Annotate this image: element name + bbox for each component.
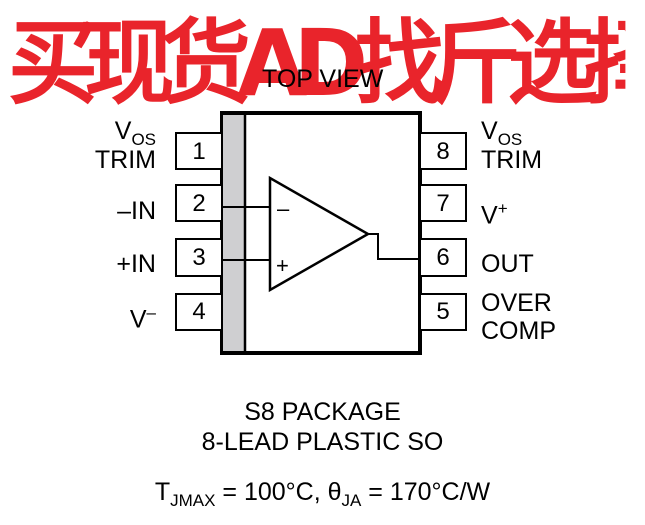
pin-4-label: V– xyxy=(129,303,156,334)
package-name: S8 PACKAGE xyxy=(244,398,401,426)
pin-box-5 xyxy=(419,293,467,331)
pin-1-label-line2: TRIM xyxy=(94,146,156,174)
pin-3-label: +IN xyxy=(116,250,156,278)
pin-number-8: 8 xyxy=(436,138,450,165)
pin1-stripe xyxy=(223,115,245,351)
pin-number-4: 4 xyxy=(192,298,206,325)
pin-2-label: –IN xyxy=(117,197,156,225)
thermal-spec: TJMAX = 100°C, θJA = 170°C/W xyxy=(154,478,491,510)
pin-box-7 xyxy=(419,184,467,222)
pin-5-label-line2: COMP xyxy=(481,317,556,345)
pin-5-label-line1: OVER xyxy=(481,289,552,317)
pin-number-7: 7 xyxy=(436,190,450,217)
pin-number-3: 3 xyxy=(192,244,206,271)
pin-box-1 xyxy=(175,132,223,170)
pin-box-4 xyxy=(175,293,223,331)
pin-number-5: 5 xyxy=(436,298,450,325)
pin-number-6: 6 xyxy=(436,244,450,271)
pin-box-6 xyxy=(419,238,467,277)
pin-8-label: VOS xyxy=(481,117,523,149)
pin-7-label: V+ xyxy=(481,199,508,230)
pin-number-2: 2 xyxy=(192,190,206,217)
opamp-minus: – xyxy=(277,196,290,221)
pin-number-1: 1 xyxy=(192,138,206,165)
opamp-plus: + xyxy=(276,253,289,278)
pin-box-2 xyxy=(175,184,223,222)
package-description: 8-LEAD PLASTIC SO xyxy=(201,428,444,456)
top-view-title: TOP VIEW xyxy=(262,65,384,93)
pin-box-3 xyxy=(175,238,223,277)
opamp-symbol xyxy=(268,175,371,293)
pin-8-label-line2: TRIM xyxy=(481,146,543,174)
pin-6-label: OUT xyxy=(481,250,534,278)
watermark: 买现货AD找斤选择高卓电子 xyxy=(8,10,625,117)
pin-box-8 xyxy=(419,132,467,170)
pin-1-label: VOS xyxy=(114,117,156,149)
